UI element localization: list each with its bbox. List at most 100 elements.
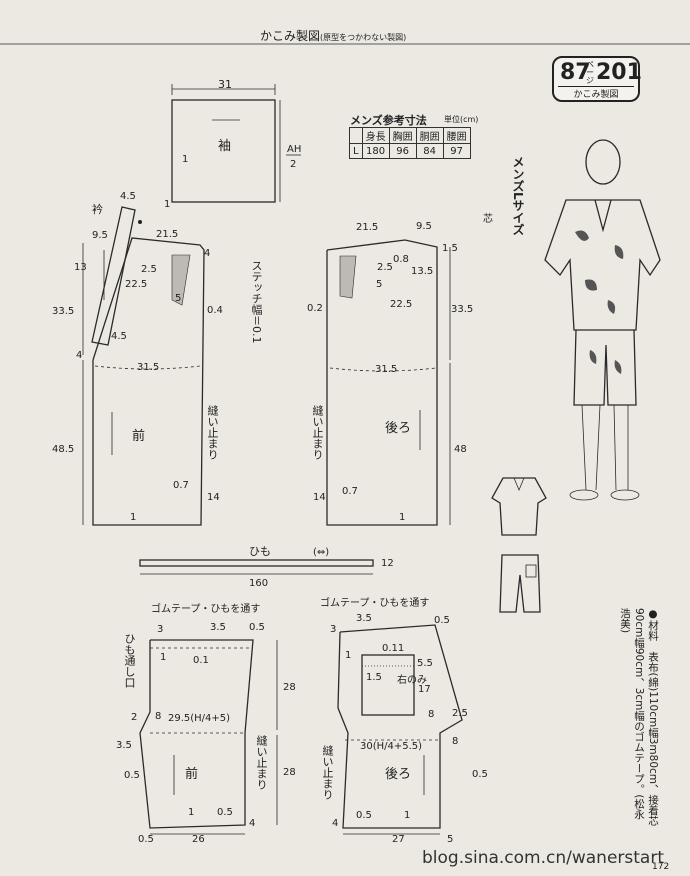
front-pants-hem: 26 [192, 834, 205, 845]
back-pants-pocket: 右のみ [397, 673, 427, 686]
back-height: 33.5 [451, 304, 473, 315]
front-pants-label: 前 [185, 766, 198, 782]
front-pants-d05: 0.5 [249, 622, 265, 633]
back-pocket [361, 654, 415, 716]
back-dim-08: 0.8 [393, 254, 409, 265]
front-dim-4b: 4 [76, 350, 82, 361]
back-pants-piece: ゴムテープ・ひもを通す 3 3.5 0.5 0.11 1 5.5 1.5 17 … [320, 596, 488, 845]
front-height: 33.5 [52, 306, 74, 317]
front-width: 31.5 [137, 362, 159, 373]
model-illustration [544, 139, 661, 501]
size-table-unit: 単位(cm) [444, 115, 479, 124]
front-pants-d28a: 28 [283, 682, 296, 693]
front-shoulder: 21.5 [156, 229, 178, 240]
collar-piece: 衿 4.5 13 4.5 [74, 191, 142, 346]
back-pants-d05c: 0.5 [356, 810, 372, 821]
back-pants-stop: 縫い止まり [321, 745, 334, 800]
back-pants-d17: 17 [418, 684, 431, 695]
front-stop: 縫い止まり [206, 405, 219, 460]
front-dim-4: 4 [204, 248, 210, 259]
badge-caption: かこみ製図 [558, 86, 634, 100]
front-pants-d35: 3.5 [210, 622, 226, 633]
back-width: 31.5 [375, 364, 397, 375]
front-pants-piece: ゴムテープ・ひもを通す 3 3.5 0.5 1 0.1 28 28 29.5(H… [116, 602, 296, 845]
back-pants-d55: 5.5 [417, 658, 433, 669]
sleeve-piece: 31 AH 2 袖 1 1 [164, 78, 301, 210]
back-pants-d8b: 8 [452, 736, 458, 747]
front-top-outline [92, 237, 205, 526]
front-mark-1: 1 [130, 512, 136, 523]
back-lower: 48 [454, 444, 467, 455]
back-dim-5: 5 [376, 279, 382, 290]
front-dim-5: 5 [175, 293, 181, 304]
back-dim-225: 22.5 [390, 299, 412, 310]
pattern-badge: 87 ページ 201 かこみ製図 [552, 56, 642, 102]
back-dim-135: 13.5 [411, 266, 433, 277]
front-stitch-width: ステッチ幅＝0.1 [250, 260, 263, 344]
size-cell: 180 [361, 143, 390, 159]
front-pants-d8: 8 [155, 711, 161, 722]
tie-arrows: (⇔) [313, 547, 329, 558]
collar-label: 衿 [92, 202, 103, 216]
front-pants-d1: 1 [160, 652, 166, 663]
badge-page-number: 87 [560, 60, 591, 85]
header-subtitle: (原型をつかわない製図) [320, 33, 407, 42]
page-header: かこみ製図(原型をつかわない製図) [260, 27, 406, 44]
materials-note: ●材料 表布(綿)110cm幅3m80cm、接着芯90cm幅90cm、3cm幅の… [619, 608, 659, 827]
size-table-title: メンズ参考寸法 [350, 114, 427, 127]
back-pants-mark-1: 1 [404, 810, 410, 821]
front-dim-04: 0.4 [207, 305, 223, 316]
front-dim-25: 2.5 [141, 264, 157, 275]
back-pants-outline [337, 624, 463, 829]
tie-label: ひも [249, 545, 271, 558]
size-table-row: L 180 96 84 97 [349, 143, 471, 159]
back-pants-d35: 3.5 [356, 613, 372, 624]
front-dim-14: 14 [207, 492, 220, 503]
back-pants-label: 後ろ [385, 767, 411, 782]
front-pants-stop: 縫い止まり [255, 735, 268, 790]
front-pants-d05d: 0.5 [138, 834, 154, 845]
sleeve-label: 袖 [218, 139, 231, 154]
interfacing-label: 芯 [483, 212, 493, 225]
sleeve-mark-1: 1 [182, 154, 188, 165]
back-pants-d05: 0.5 [434, 615, 450, 626]
page-number: 172 [652, 862, 670, 872]
front-pants-opening: ひも通し口 [123, 633, 136, 688]
badge-page-label: ページ [586, 60, 594, 85]
front-neck-facing [171, 254, 191, 306]
tie-piece: ひも (⇔) 160 12 [139, 545, 394, 589]
back-dim-25: 2.5 [377, 262, 393, 273]
watermark: blog.sina.com.cn/wanerstart [422, 848, 664, 868]
size-label: メンズLサイズ [511, 156, 525, 236]
sleeve-ah-den: 2 [290, 159, 296, 170]
tie-outline [139, 559, 374, 567]
back-top-label: 後ろ [385, 421, 411, 436]
back-pants-waist: 30(H/4+5.5) [360, 741, 422, 752]
sleeve-width: 31 [218, 78, 232, 91]
back-pants-d3: 3 [330, 624, 336, 635]
front-pants-waist: 29.5(H/4+5) [168, 713, 230, 724]
badge-item-number: 201 [596, 60, 642, 85]
back-dim-02: 0.2 [307, 303, 323, 314]
back-stop: 縫い止まり [311, 405, 324, 460]
back-pants-d8: 8 [428, 709, 434, 720]
size-table: 身長 胸囲 胴囲 腰囲 L 180 96 84 97 [349, 127, 471, 159]
front-pants-d28b: 28 [283, 767, 296, 778]
sleeve-outline [171, 99, 276, 203]
front-dim-07: 0.7 [173, 480, 189, 491]
front-pants-d35b: 3.5 [116, 740, 132, 751]
tie-width: 12 [381, 558, 394, 569]
front-top-piece: 33.5 48.5 21.5 9.5 4 2.5 22.5 5 0.4 4 31… [52, 229, 223, 526]
size-header-cell: 腰囲 [442, 127, 471, 144]
back-dim-14: 14 [313, 492, 326, 503]
back-pants-d011: 0.11 [382, 643, 404, 654]
back-top-piece: 33.5 48 21.5 9.5 1.5 0.8 2.5 13.5 5 22.5… [307, 212, 493, 526]
front-top-label: 前 [132, 428, 145, 444]
sleeve-ah: AH [287, 144, 301, 155]
front-pants-note: ゴムテープ・ひもを通す [151, 602, 260, 615]
front-dim-225: 22.5 [125, 279, 147, 290]
back-dim-15: 1.5 [442, 243, 458, 254]
front-pants-d05c: 0.5 [217, 807, 233, 818]
